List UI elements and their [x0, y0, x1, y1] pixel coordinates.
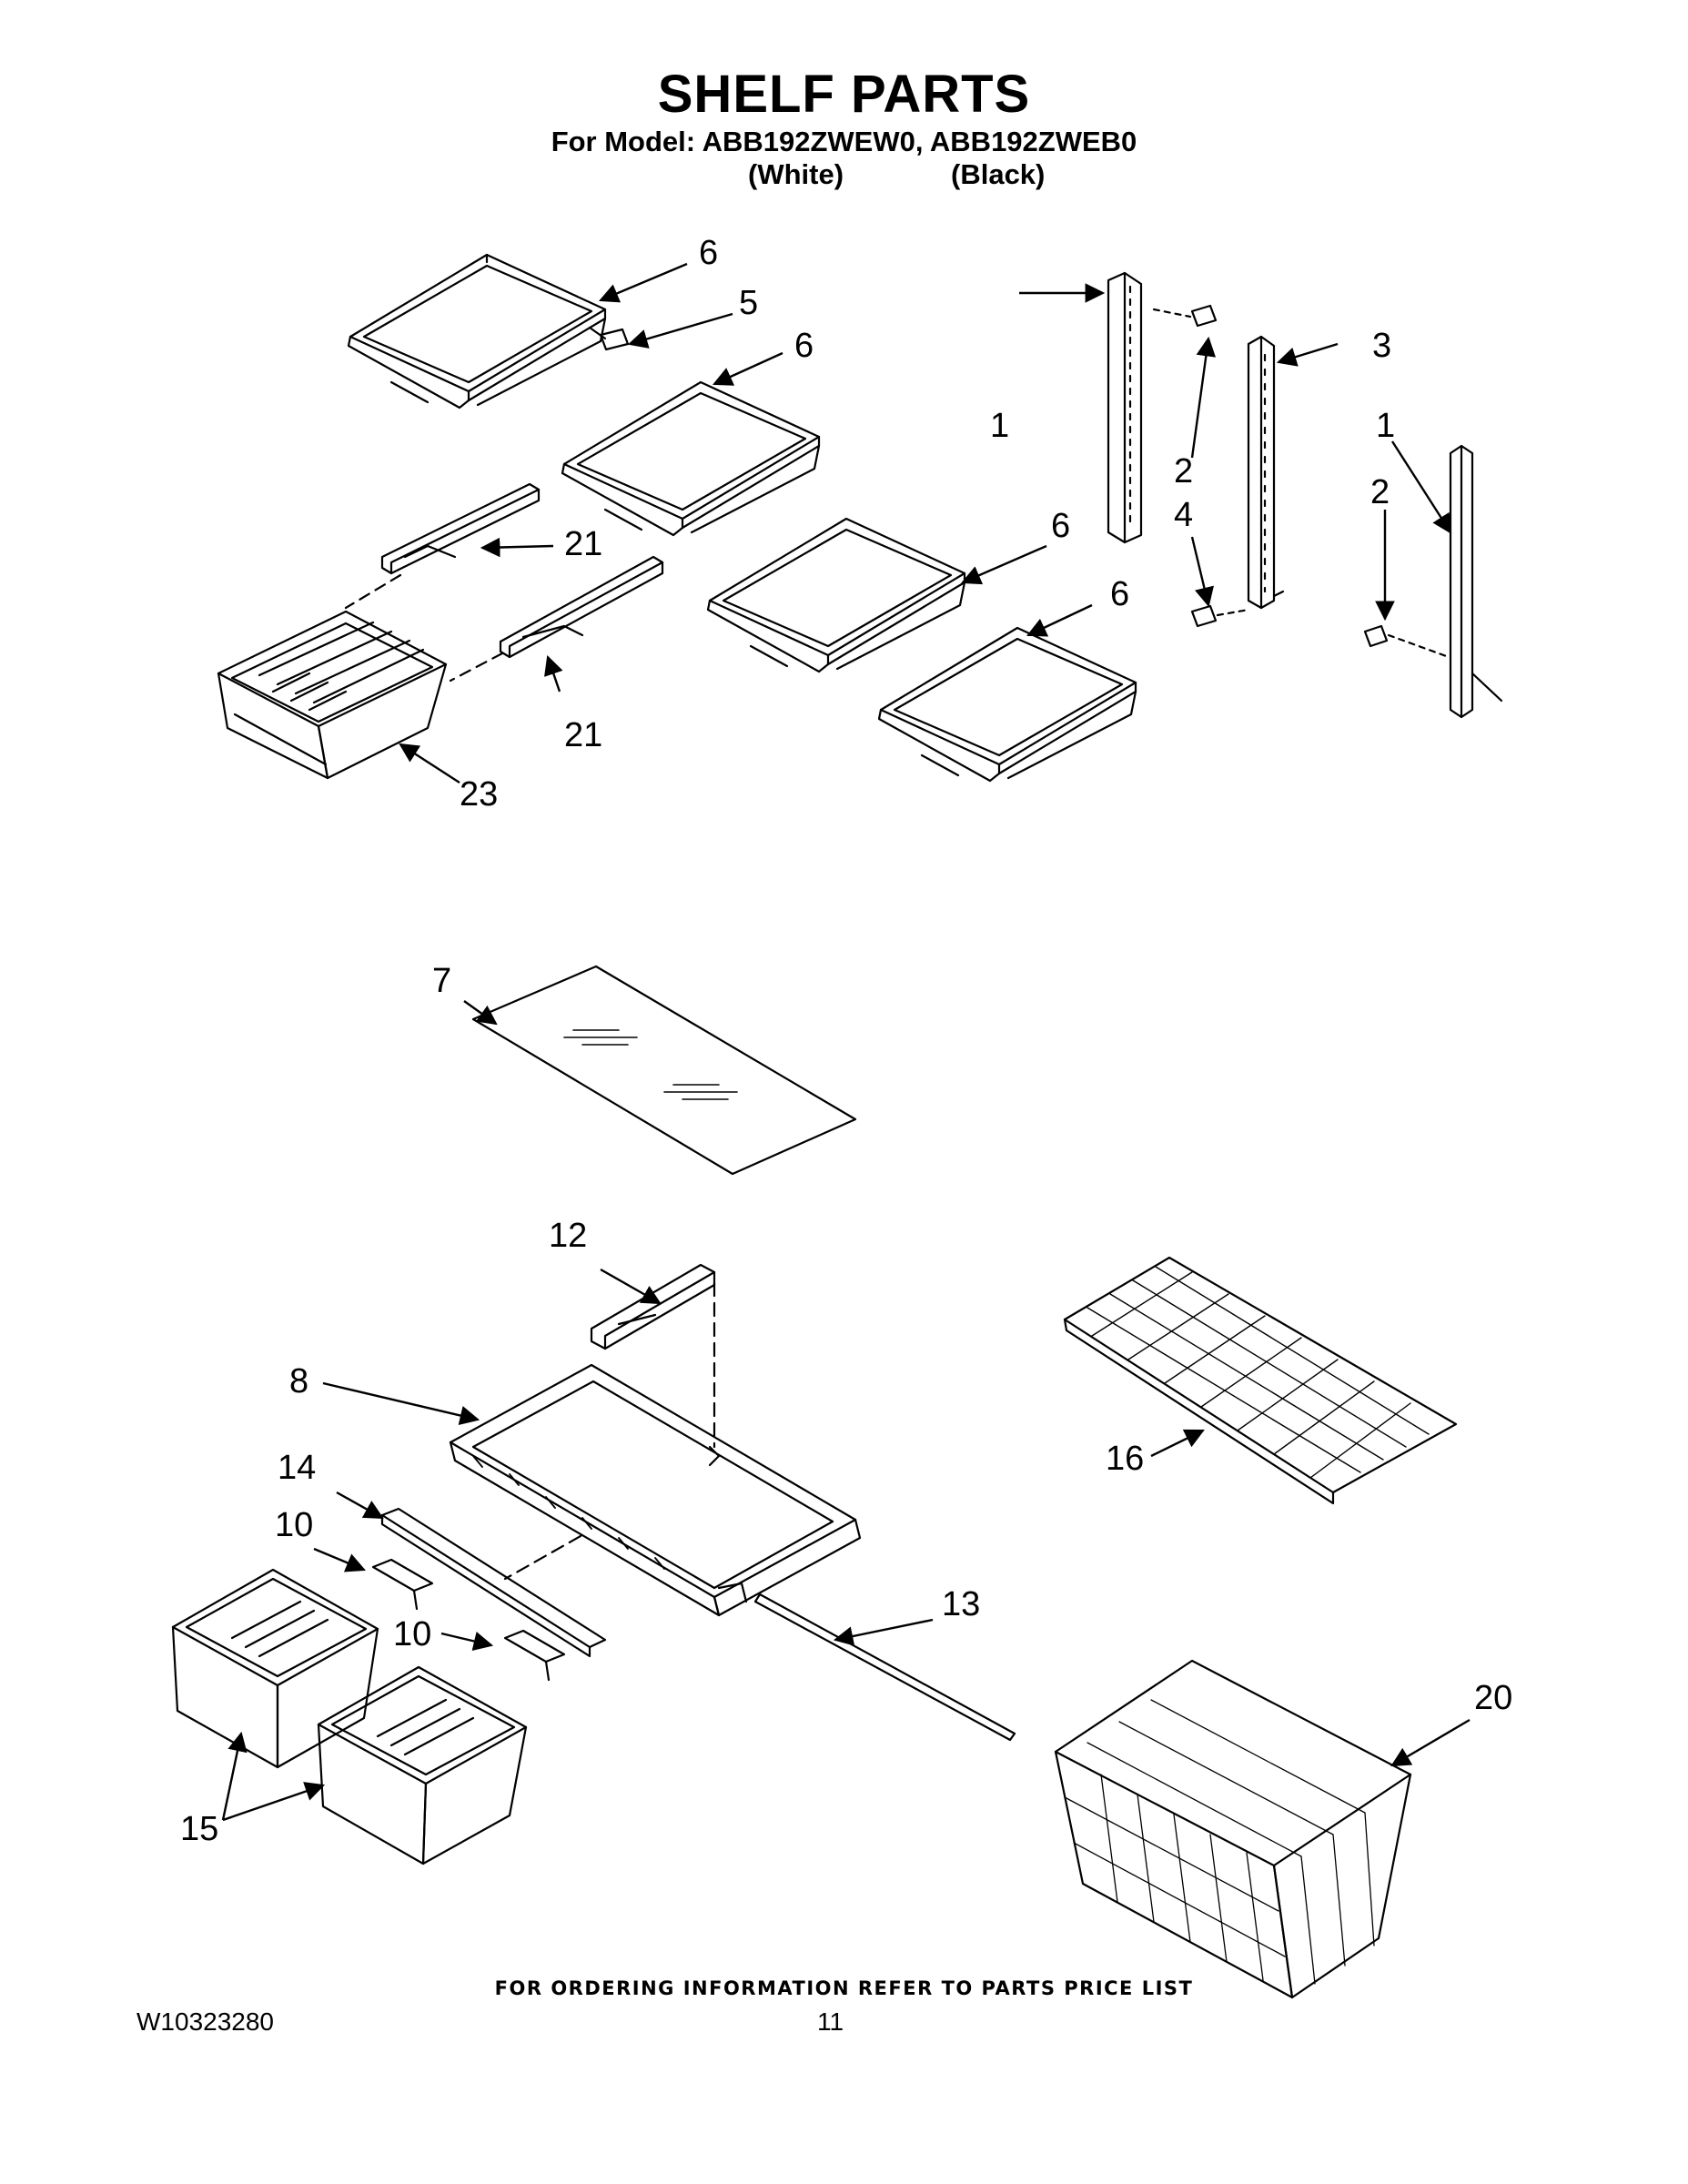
part-label: 1 [1376, 407, 1395, 445]
glass-shelf [471, 965, 857, 1176]
deli-drawer [217, 610, 448, 780]
leader-arrows [221, 262, 1471, 1822]
drawer-slide-lower [499, 555, 664, 659]
part-label: 15 [180, 1810, 218, 1848]
part-label: 13 [942, 1585, 980, 1623]
part-label: 14 [278, 1449, 316, 1487]
part-label: 1 [990, 407, 1009, 445]
part-label: 21 [564, 716, 602, 754]
part-label: 20 [1474, 1679, 1512, 1717]
page-number: 11 [817, 2007, 844, 2036]
part-label: 16 [1106, 1440, 1144, 1478]
document-number: W10323280 [136, 2007, 275, 2036]
part-label: 7 [432, 962, 451, 1000]
part-label: 4 [1174, 496, 1193, 534]
crisper-cover-frame [449, 1363, 862, 1617]
door-shelf-3 [706, 517, 966, 673]
crisper-rod [753, 1592, 1016, 1742]
part-label: 3 [1372, 327, 1391, 365]
part-label: 6 [794, 327, 814, 365]
part-label: 5 [739, 284, 758, 322]
part-label: 10 [275, 1506, 313, 1544]
drawer-slide-upper [380, 482, 541, 575]
crisper-drawer-left [171, 1568, 379, 1769]
rail-screw-top [1152, 304, 1218, 328]
rail-right [1449, 444, 1503, 719]
crisper-divider [380, 1507, 607, 1658]
wire-shelf [1063, 1256, 1458, 1505]
crisper-drawer-right [317, 1665, 528, 1866]
variant-black: (Black) [951, 158, 1046, 190]
part-label: 6 [1051, 507, 1070, 545]
part-label: 23 [460, 775, 498, 814]
part-label: 12 [549, 1217, 587, 1255]
cover-slide [590, 1263, 721, 1467]
part-label: 2 [1370, 473, 1390, 511]
part-label: 2 [1174, 452, 1193, 490]
part-label: 21 [564, 525, 602, 563]
rail-screw-bottom [1190, 604, 1250, 628]
model-line: For Model: ABB192ZWEW0, ABB192ZWEB0 [551, 126, 1137, 157]
part-labels: 6 5 6 1 3 1 2 4 2 21 6 6 21 23 7 12 8 16… [180, 234, 1512, 1848]
divider-tab-left [371, 1558, 434, 1611]
wire-basket [1054, 1659, 1412, 1999]
part-label: 8 [289, 1362, 308, 1400]
ordering-note: FOR ORDERING INFORMATION REFER TO PARTS … [494, 1977, 1194, 1999]
door-shelf-2 [561, 380, 821, 537]
page-title: SHELF PARTS [657, 65, 1031, 124]
rail-left [1107, 271, 1143, 544]
shelf-screw [588, 326, 630, 351]
rail-center [1247, 335, 1285, 610]
door-shelf-4 [877, 626, 1137, 783]
divider-tab-right [503, 1629, 566, 1682]
door-shelf-1 [347, 253, 607, 410]
part-label: 6 [699, 234, 718, 272]
rail-screw-right [1363, 624, 1450, 659]
part-label: 10 [393, 1615, 431, 1653]
part-label: 6 [1110, 575, 1129, 613]
variant-white: (White) [748, 158, 844, 190]
